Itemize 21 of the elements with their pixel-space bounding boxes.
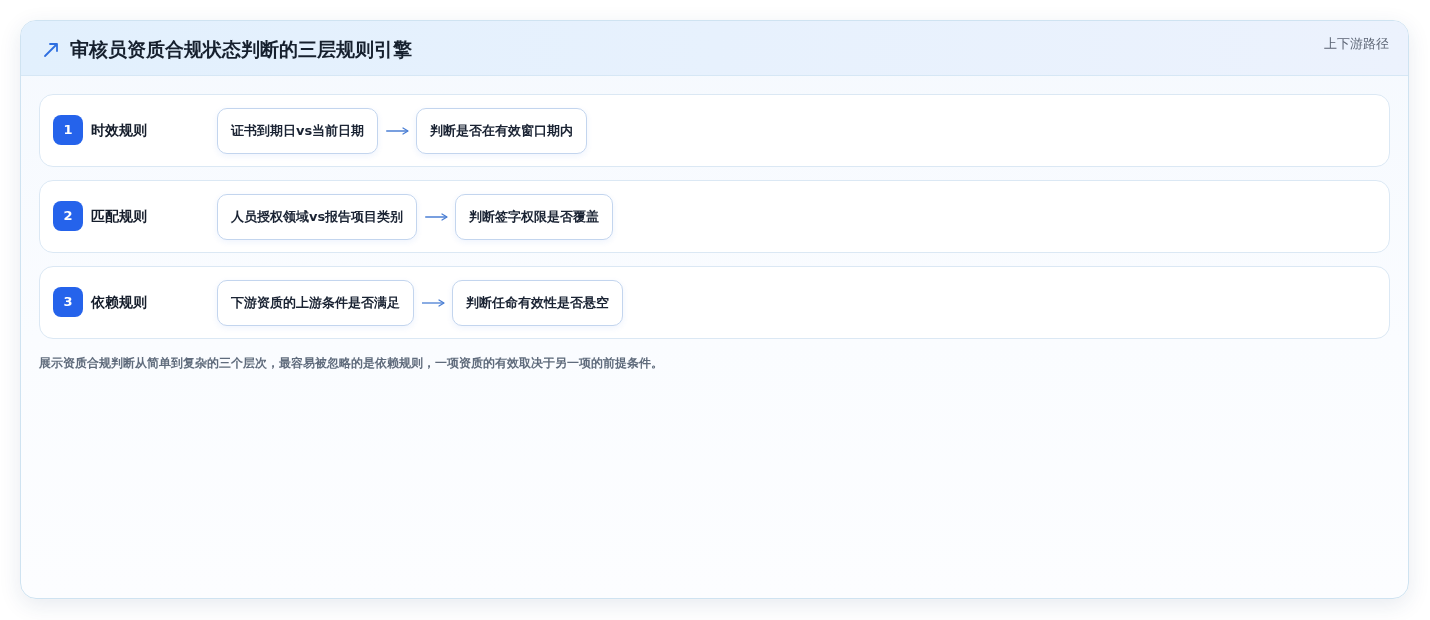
arrow — [385, 127, 409, 135]
number-badge: 3 — [53, 287, 83, 317]
rule-row — [39, 94, 1390, 167]
title: 审核员资质合规状态判断的三层规则引擎 — [70, 37, 412, 61]
number-badge: 1 — [53, 115, 83, 145]
step-box: 判断是否在有效窗口期内 — [416, 108, 587, 154]
rule-row — [39, 266, 1390, 339]
number-badge: 2 — [53, 201, 83, 231]
arrow — [421, 299, 445, 307]
step-box: 人员授权领域vs报告项目类别 — [217, 194, 418, 240]
header-note: 上下游路径 — [1324, 35, 1389, 53]
step-box: 判断签字权限是否覆盖 — [455, 194, 613, 240]
rule-name: 匹配规则 — [91, 207, 147, 226]
rule-name: 时效规则 — [91, 121, 147, 140]
arrow — [424, 213, 448, 221]
step-box: 判断任命有效性是否悬空 — [452, 280, 623, 326]
rule-row — [39, 180, 1390, 253]
step-box: 证书到期日vs当前日期 — [217, 108, 379, 154]
caption: 展示资质合规判断从简单到复杂的三个层次，最容易被忽略的是依赖规则，一项资质的有效取决于另一项的前提条件。 — [39, 355, 663, 371]
rule-name: 依赖规则 — [91, 293, 147, 312]
step-box: 下游资质的上游条件是否满足 — [217, 280, 414, 326]
